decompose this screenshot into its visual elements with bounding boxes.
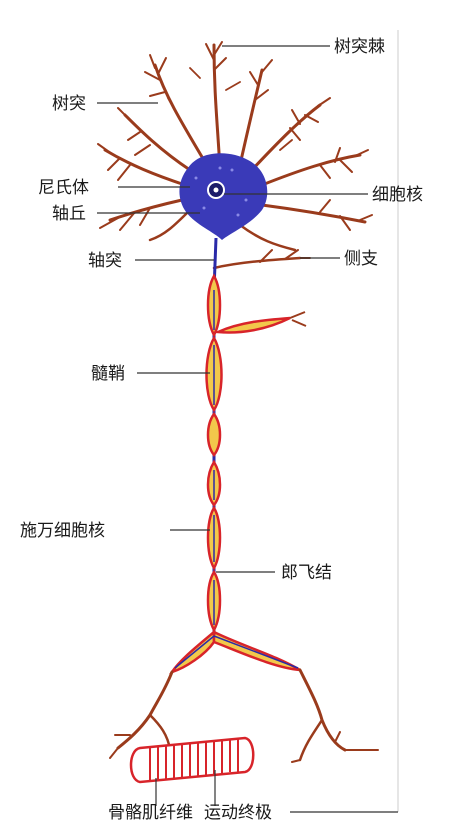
label-dendrite: 树突 (52, 94, 86, 114)
muscle-fiber-shape (129, 736, 255, 784)
label-dendritic-spine: 树突棘 (334, 37, 385, 57)
myelin-segments (205, 273, 291, 633)
label-collateral: 侧支 (344, 249, 378, 269)
label-axon-hillock: 轴丘 (52, 204, 86, 224)
label-node-of-ranvier: 郎飞结 (281, 563, 332, 583)
label-schwann-nucleus: 施万细胞核 (20, 521, 105, 541)
cell-body (179, 153, 268, 240)
label-axon: 轴突 (88, 251, 122, 271)
label-nissl-body: 尼氏体 (38, 178, 89, 198)
label-muscle-fiber: 骨骼肌纤维 (108, 803, 193, 823)
terminal-branches (109, 668, 379, 763)
dendrite-tree (97, 41, 373, 270)
label-nucleus: 细胞核 (372, 185, 423, 205)
axon-terminals (169, 629, 301, 675)
label-myelin-sheath: 髓鞘 (91, 364, 125, 384)
label-motor-end-plate: 运动终极 (204, 803, 272, 823)
leader-lines (97, 45, 398, 813)
